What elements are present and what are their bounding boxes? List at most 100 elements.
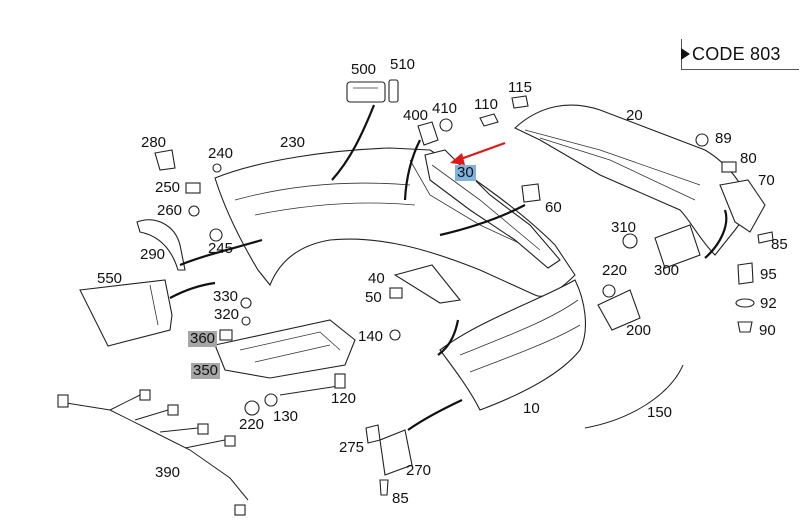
part-200: [597, 289, 641, 331]
callout-240: 240: [208, 145, 234, 162]
part-350-tray: [214, 319, 356, 379]
part-260: [188, 205, 200, 217]
callout-70: 70: [758, 172, 775, 189]
part-250: [185, 182, 201, 194]
part-220-upper: [602, 284, 616, 298]
part-120-rod: [279, 384, 346, 396]
part-85-right: [757, 231, 774, 244]
callout-200: 200: [626, 322, 652, 339]
callout-350: 350: [191, 362, 221, 379]
callout-510: 510: [390, 56, 416, 73]
part-310: [622, 233, 638, 249]
callout-150: 150: [647, 404, 673, 421]
callout-110: 110: [474, 96, 498, 113]
arrow-20-to-cover: [704, 209, 728, 259]
callout-140: 140: [358, 328, 384, 345]
part-330: [240, 297, 252, 309]
part-40-bracket: [393, 264, 462, 304]
part-130: [264, 393, 278, 407]
callout-115: 115: [508, 79, 532, 96]
callout-275: 275: [339, 439, 365, 456]
part-90: [737, 321, 753, 333]
part-140: [389, 329, 401, 341]
part-115: [511, 95, 529, 109]
callout-10: 10: [523, 400, 540, 417]
part-400: [417, 121, 439, 146]
part-270: [379, 429, 413, 476]
callout-245: 245: [208, 240, 234, 257]
part-10-lower-bumper: [439, 279, 586, 411]
code-label: CODE 803: [692, 44, 781, 64]
part-80: [721, 161, 737, 173]
part-220-lower: [244, 400, 260, 416]
arrow-400-to-shell: [403, 139, 421, 201]
callout-220-upper: 220: [602, 262, 628, 279]
part-390-harness: [57, 389, 249, 516]
code-badge: CODE 803: [681, 39, 799, 70]
part-410: [439, 118, 453, 132]
arrow-550-to-shell: [169, 281, 216, 299]
callout-40: 40: [368, 270, 385, 287]
part-20-upper-cover: [514, 104, 751, 256]
part-550-panel: [79, 279, 173, 347]
part-95: [737, 262, 754, 285]
callout-89: 89: [715, 130, 732, 147]
part-245: [209, 228, 223, 242]
callout-330: 330: [213, 288, 239, 305]
callout-320: 320: [214, 306, 240, 323]
callout-85-bottom: 85: [392, 490, 409, 507]
callout-280: 280: [141, 134, 167, 151]
callout-60: 60: [545, 199, 562, 216]
part-70: [719, 179, 766, 233]
arrow-60-to-30: [439, 204, 526, 237]
part-290-trim: [136, 219, 186, 271]
part-500-plate: [346, 81, 386, 103]
part-240: [212, 163, 222, 173]
part-320: [241, 316, 251, 326]
part-89: [695, 133, 709, 147]
part-280: [154, 149, 176, 171]
callout-500: 500: [351, 61, 377, 78]
part-360: [219, 329, 233, 341]
triangle-pointer-icon: [681, 48, 690, 60]
part-275: [365, 424, 381, 444]
part-150-strip: [584, 364, 684, 429]
pointer-arrowhead: [450, 153, 465, 165]
callout-50: 50: [365, 289, 382, 306]
part-110: [479, 113, 499, 127]
callout-260: 260: [157, 202, 183, 219]
callout-85-right: 85: [771, 236, 788, 253]
part-50: [389, 287, 403, 299]
callout-80: 80: [740, 150, 757, 167]
part-60: [521, 183, 541, 203]
part-300: [654, 224, 701, 269]
callout-120: 120: [331, 390, 357, 407]
part-120-clip: [334, 373, 346, 389]
part-85-bottom: [379, 479, 389, 496]
part-bumper-shell: [214, 147, 576, 297]
callout-95: 95: [760, 266, 777, 283]
callout-230: 230: [280, 134, 306, 151]
pointer-arrow-line: [457, 141, 506, 162]
arrow-lower-to-10: [437, 319, 460, 356]
arrow-290-to-shell: [179, 238, 263, 267]
callout-220-lower: 220: [239, 416, 265, 433]
arrow-500-to-shell: [331, 104, 376, 181]
part-92: [735, 298, 755, 308]
callout-390: 390: [155, 464, 181, 481]
callout-30: 30: [455, 164, 476, 181]
callout-310: 310: [611, 219, 637, 236]
callout-270: 270: [406, 462, 432, 479]
callout-250: 250: [155, 179, 181, 196]
callout-90: 90: [759, 322, 776, 339]
arrow-270-to-10: [407, 399, 463, 431]
callout-400: 400: [403, 107, 429, 124]
part-510-clip: [388, 79, 399, 103]
callout-20: 20: [626, 107, 643, 124]
callout-360: 360: [188, 330, 218, 347]
callout-550: 550: [97, 270, 123, 287]
callout-130: 130: [273, 408, 299, 425]
callout-92: 92: [760, 295, 777, 312]
callout-410: 410: [432, 100, 458, 117]
